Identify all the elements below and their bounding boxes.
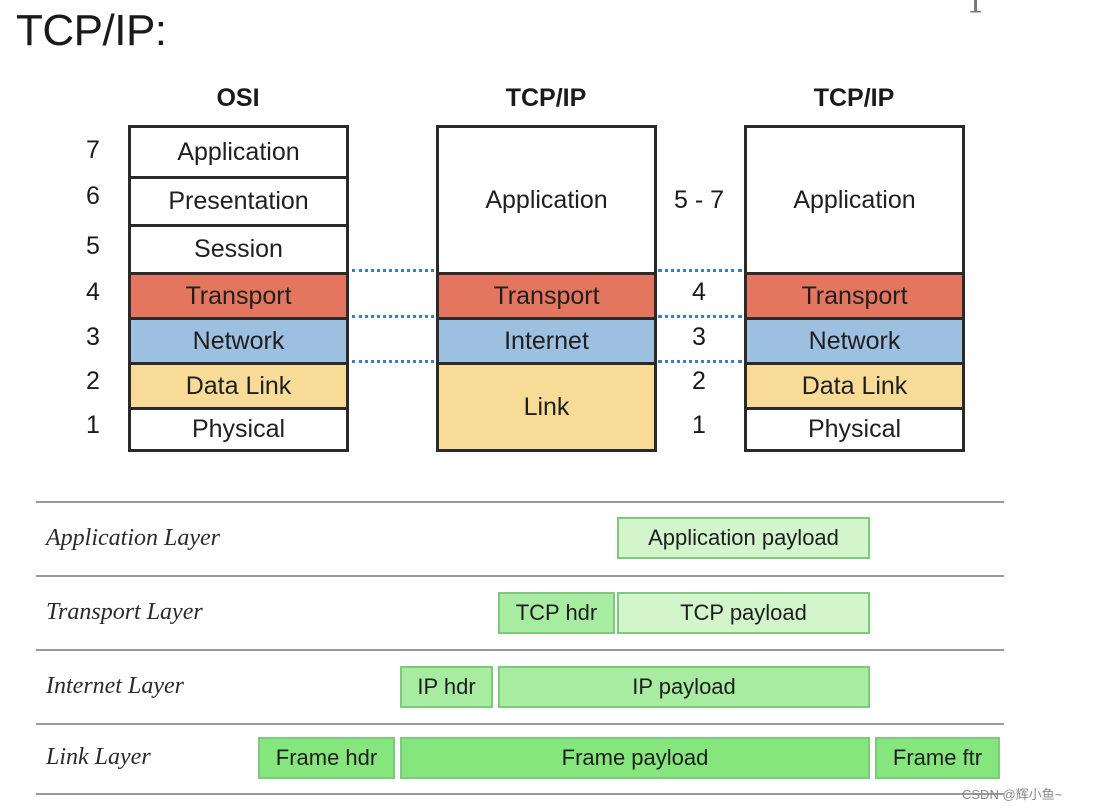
row-label-application: Application Layer (46, 525, 220, 551)
osi-layer-transport: Transport (131, 272, 346, 317)
osi-layer-data-link: Data Link (131, 362, 346, 407)
divider-line (36, 649, 1004, 651)
osi-layer-number: 5 (86, 232, 100, 260)
tcp-payload-box: TCP payload (617, 592, 870, 634)
connector-line (352, 360, 434, 363)
osi-layer-physical: Physical (131, 407, 346, 449)
tcpip-layer-number: 4 (692, 278, 706, 306)
row-label-internet: Internet Layer (46, 673, 184, 699)
tcpip-right-layer-data-link: Data Link (747, 362, 962, 407)
tcpip-layer-internet: Internet (439, 317, 654, 362)
divider-line (36, 575, 1004, 577)
connector-line (658, 269, 742, 272)
divider-line (36, 793, 1004, 795)
divider-line (36, 723, 1004, 725)
osi-layer-presentation: Presentation (131, 176, 346, 224)
tcpip-layer-number: 2 (692, 367, 706, 395)
tcpip-layer-transport: Transport (439, 272, 654, 317)
tcpip-layer-number: 1 (692, 411, 706, 439)
osi-layer-session: Session (131, 224, 346, 272)
row-label-link: Link Layer (46, 744, 151, 770)
tcpip-stack-right: Application Transport Network Data Link … (744, 125, 965, 452)
ip-payload-box: IP payload (498, 666, 870, 708)
divider-line (36, 501, 1004, 503)
tcpip-heading-middle: TCP/IP (505, 84, 587, 112)
corner-mark: 1 (966, 0, 986, 21)
osi-layer-network: Network (131, 317, 346, 362)
tcpip-layer-number: 3 (692, 323, 706, 351)
tcpip-layer-number: 5 - 7 (673, 186, 725, 214)
osi-stack: Application Presentation Session Transpo… (128, 125, 349, 452)
tcpip-layer-link: Link (439, 362, 654, 449)
tcpip-stack-middle: Application Transport Internet Link (436, 125, 657, 452)
tcpip-right-layer-application: Application (747, 128, 962, 272)
osi-layer-number: 6 (86, 182, 100, 210)
connector-line (352, 315, 434, 318)
tcpip-layer-application: Application (439, 128, 654, 272)
osi-layer-number: 1 (86, 411, 100, 439)
osi-layer-number: 4 (86, 278, 100, 306)
connector-line (352, 269, 434, 272)
frame-footer-box: Frame ftr (875, 737, 1000, 779)
watermark: CSDN @辉小鱼~ (962, 787, 1063, 802)
osi-layer-application: Application (131, 128, 346, 176)
application-payload-box: Application payload (617, 517, 870, 559)
frame-payload-box: Frame payload (400, 737, 870, 779)
ip-header-box: IP hdr (400, 666, 493, 708)
tcpip-heading-right: TCP/IP (813, 84, 895, 112)
tcpip-right-layer-network: Network (747, 317, 962, 362)
page-title: TCP/IP: (16, 6, 167, 55)
tcpip-right-layer-transport: Transport (747, 272, 962, 317)
connector-line (658, 360, 742, 363)
connector-line (658, 315, 742, 318)
osi-layer-number: 3 (86, 323, 100, 351)
tcp-header-box: TCP hdr (498, 592, 615, 634)
row-label-transport: Transport Layer (46, 599, 203, 625)
osi-layer-number: 2 (86, 367, 100, 395)
osi-layer-number: 7 (86, 136, 100, 164)
tcpip-right-layer-physical: Physical (747, 407, 962, 449)
osi-heading: OSI (216, 84, 260, 112)
frame-header-box: Frame hdr (258, 737, 395, 779)
